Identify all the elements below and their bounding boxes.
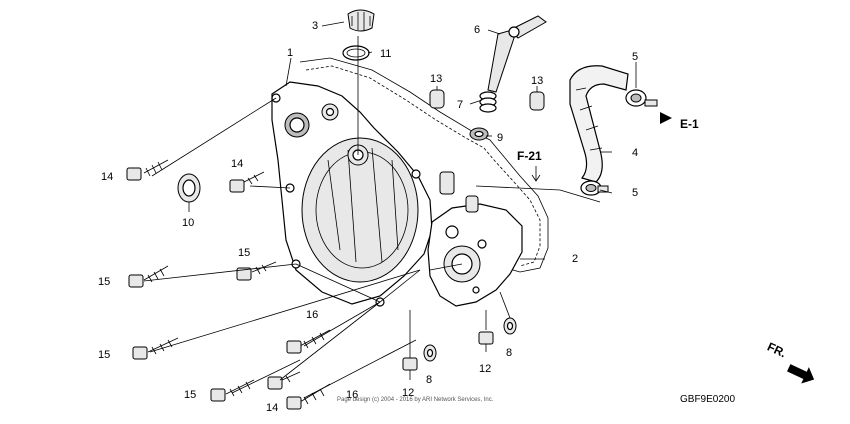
front-arrow: FR. — [765, 340, 815, 384]
callout-7: 7 — [457, 99, 463, 111]
bolt-12-b — [478, 331, 494, 352]
callout-1: 1 — [287, 47, 293, 59]
bolt-16-a — [286, 329, 331, 354]
callout-12-lower: 12 — [402, 387, 414, 399]
washer-8-lower — [423, 344, 437, 362]
callout-15-d: 15 — [184, 389, 196, 401]
callout-5-lower: 5 — [632, 187, 638, 199]
callout-11: 11 — [380, 48, 391, 60]
callout-10: 10 — [182, 217, 194, 229]
leader-lines — [143, 21, 637, 399]
bolt-15-a — [236, 261, 277, 281]
water-pump-shaft — [487, 29, 515, 93]
arrow-down-icon — [531, 166, 541, 182]
hose-clamp-lower — [580, 180, 609, 196]
callout-4: 4 — [632, 147, 638, 159]
callout-16-b: 16 — [346, 389, 358, 401]
cover-gasket — [299, 57, 549, 273]
bolt-15-b — [128, 265, 169, 288]
callout-15-a: 15 — [238, 247, 250, 259]
bolt-12-a — [402, 357, 418, 380]
callout-12-upper: 12 — [479, 363, 491, 375]
dowel-pin-right — [529, 91, 545, 111]
callout-3: 3 — [312, 20, 318, 32]
callout-8-lower: 8 — [426, 374, 432, 386]
callout-5-upper: 5 — [632, 51, 638, 63]
bolt-14-upper — [126, 159, 169, 181]
oil-seal — [177, 173, 201, 203]
cover-gasket-inner — [305, 65, 541, 267]
callout-15-b: 15 — [98, 276, 110, 288]
dowel-pin-left — [429, 89, 445, 109]
bolt-15-d — [210, 379, 255, 402]
copyright-text: Page design (c) 2004 - 2016 by ARI Netwo… — [337, 397, 494, 403]
bolt-14-mid — [229, 171, 265, 193]
callout-15-c: 15 — [98, 349, 110, 361]
callout-16-a: 16 — [306, 309, 318, 321]
callout-8-upper: 8 — [506, 347, 512, 359]
washer-8-upper — [503, 317, 517, 335]
callout-2: 2 — [572, 253, 578, 265]
callout-14-mid: 14 — [231, 158, 243, 170]
shaft-spring — [479, 91, 497, 113]
bolt-14-low — [267, 371, 301, 390]
callout-6: 6 — [474, 24, 480, 36]
callout-14-lower: 14 — [266, 402, 278, 414]
front-arrow-icon — [787, 364, 815, 384]
water-hose — [569, 65, 629, 183]
bolt-15-c — [132, 337, 179, 360]
oil-filler-cap — [347, 9, 375, 32]
reference-f21: F-21 — [517, 149, 542, 163]
hose-clamp-upper — [625, 89, 658, 107]
diagram-code: GBF9E0200 — [680, 394, 735, 405]
front-label: FR. — [765, 340, 788, 361]
reference-e1: E-1 — [680, 117, 699, 131]
callout-14-upper: 14 — [101, 171, 113, 183]
callout-9: 9 — [497, 132, 503, 144]
pump-outlet-spigot — [439, 171, 455, 195]
callout-13-right: 13 — [531, 75, 543, 87]
cover-clutch-dome — [301, 137, 419, 283]
arrow-left-icon — [660, 112, 672, 124]
callout-13-left: 13 — [430, 73, 442, 85]
bolt-16-b — [286, 383, 331, 410]
